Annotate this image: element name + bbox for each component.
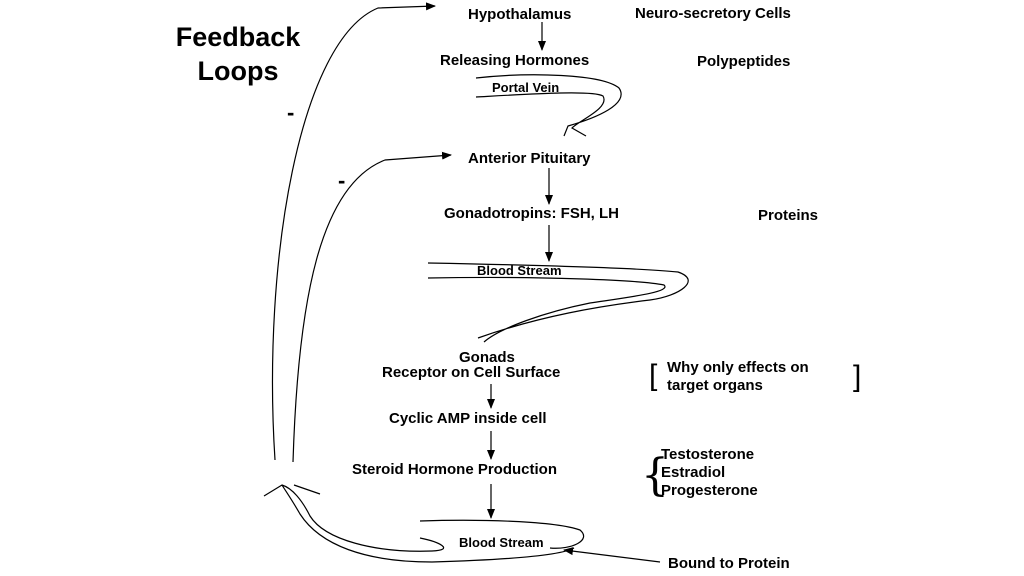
hypothalamus-label: Hypothalamus [468, 6, 572, 23]
blood-stream-vessel-upper [427, 262, 689, 343]
feedback-arrow-to-hypothalamus [271, 2, 436, 461]
portal-vein-vessel [475, 74, 622, 137]
gonadotropins-label: Gonadotropins: FSH, LH [444, 205, 619, 222]
steroid-production-label: Steroid Hormone Production [352, 461, 558, 478]
minus-sign-1: - [287, 100, 295, 125]
blood-stream-label-lower: Blood Stream [459, 535, 544, 550]
bracket-close: ] [853, 360, 862, 393]
neuro-secretory-label: Neuro-secretory Cells [635, 5, 791, 22]
cyclic-amp-label: Cyclic AMP inside cell [389, 410, 547, 427]
steroid-item: Testosterone [661, 446, 755, 463]
feedback-arrow-to-pituitary [292, 151, 452, 463]
steroid-brace: { [641, 450, 669, 501]
title-line-2: Loops [197, 56, 279, 86]
releasing-hormones-label: Releasing Hormones [440, 52, 590, 69]
portal-vein-label: Portal Vein [492, 80, 560, 95]
receptor-label: Receptor on Cell Surface [382, 364, 561, 381]
why-note-line-1: Why only effects on [667, 359, 809, 376]
polypeptides-label: Polypeptides [697, 53, 791, 70]
steroid-item: Progesterone [661, 482, 758, 499]
blood-stream-vessel-lower [263, 484, 585, 563]
anterior-pituitary-label: Anterior Pituitary [468, 150, 591, 167]
title-line-1: Feedback [175, 22, 301, 52]
gonads-label: Gonads [459, 349, 515, 366]
blood-stream-label-upper: Blood Stream [477, 263, 562, 278]
steroid-list: Testosterone Estradiol Progesterone [661, 446, 758, 500]
steroid-item: Estradiol [661, 464, 726, 481]
why-note-line-2: target organs [667, 377, 763, 394]
why-note: Why only effects on target organs [667, 359, 809, 395]
arrow-bound-to-protein [563, 547, 661, 563]
diagram-title: Feedback Loops [168, 20, 308, 88]
proteins-label: Proteins [758, 207, 819, 224]
bound-to-protein-label: Bound to Protein [668, 555, 790, 572]
minus-sign-2: - [338, 168, 346, 193]
bracket-open: [ [649, 359, 658, 392]
